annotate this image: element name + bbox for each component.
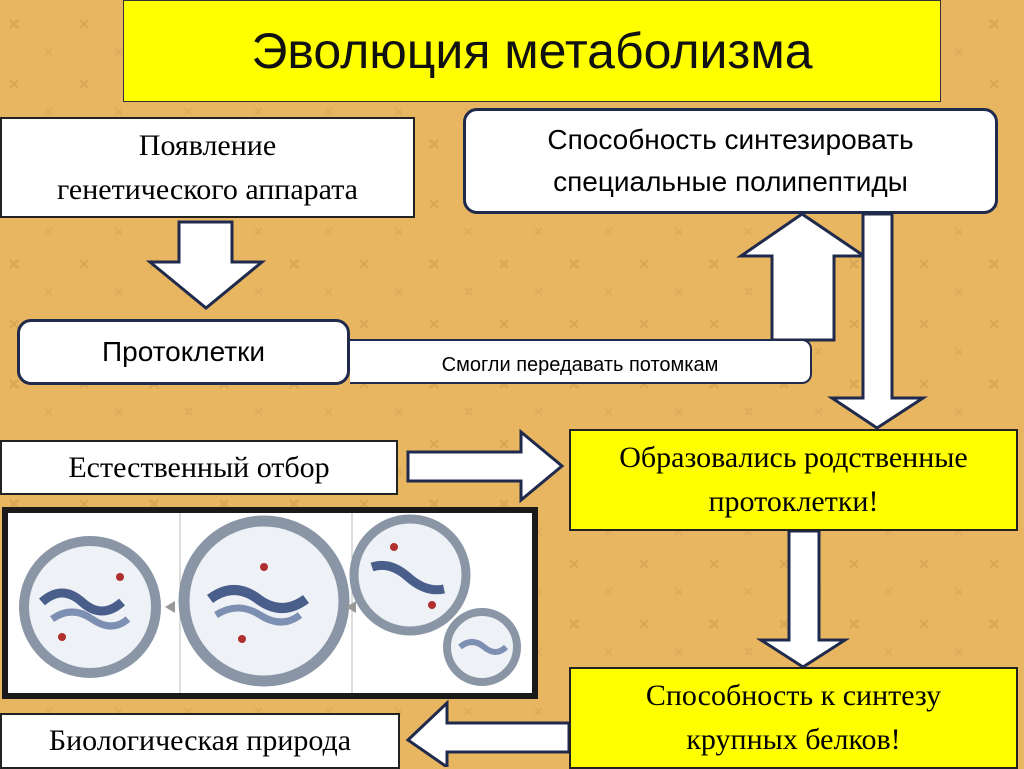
- natural-selection-box: Естественный отбор: [0, 440, 398, 495]
- protocells-box: Протоклетки: [17, 319, 350, 385]
- passed-on-text: Смогли передавать потомкам: [441, 354, 719, 376]
- protocell-division-illustration: [2, 507, 538, 699]
- protocell-stage-1: [19, 536, 161, 678]
- large-line-2: крупных белков!: [686, 723, 901, 756]
- genetic-apparatus-box: Появление генетического аппарата: [0, 117, 415, 218]
- passed-on-label: Смогли передавать потомкам: [350, 339, 812, 384]
- protocell-stage-3: [349, 514, 521, 686]
- synthesis-line-1: Способность синтезировать: [547, 124, 914, 155]
- related-protocells-box: Образовались родственные протоклетки!: [569, 429, 1018, 531]
- selection-label: Естественный отбор: [68, 450, 330, 484]
- related-line-2: протоклетки!: [708, 485, 879, 518]
- protocell-stage-2: [178, 515, 350, 687]
- large-line-1: Способность к синтезу: [645, 679, 942, 712]
- synthesis-box: Способность синтезировать специальные по…: [463, 108, 998, 214]
- page-title: Эволюция метаболизма: [123, 0, 941, 102]
- large-proteins-box: Способность к синтезу крупных белков!: [569, 667, 1018, 769]
- synthesis-line-2: специальные полипептиды: [553, 166, 908, 197]
- biological-label: Биологическая природа: [48, 724, 352, 757]
- biological-nature-box: Биологическая природа: [0, 713, 400, 769]
- related-line-1: Образовались родственные: [619, 441, 968, 474]
- protocells-label: Протоклетки: [102, 336, 265, 367]
- genetic-line-2: генетического аппарата: [56, 172, 358, 206]
- genetic-line-1: Появление: [138, 128, 277, 162]
